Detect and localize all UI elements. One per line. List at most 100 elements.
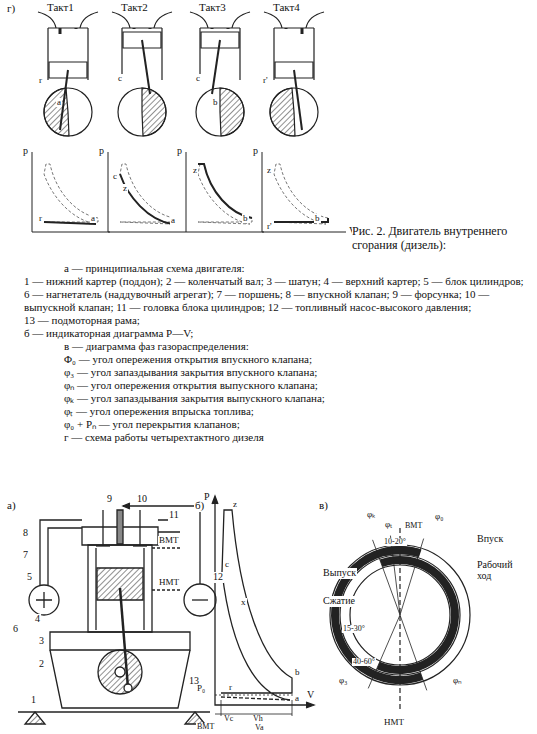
valve-timing-diagram (330, 528, 470, 712)
part-label: Рабочий ход (476, 560, 528, 581)
legend-line: г — схема работы четырехтактного дизеля (24, 431, 529, 444)
legend-line: φₖ — угол запаздывания закрытия выпускно… (24, 392, 529, 405)
drawing-stroke (149, 28, 152, 29)
part-label: z (266, 166, 272, 175)
drawing-stroke (102, 510, 103, 546)
drawing-stroke (80, 12, 98, 28)
drawing-stroke (154, 12, 172, 28)
part-label: φₙ (452, 676, 463, 685)
part-label: Va (254, 724, 264, 732)
drawing-stroke (36, 592, 52, 608)
legend-line: 13 — подмоторная рама; (24, 314, 529, 327)
part-label: г) (6, 3, 16, 15)
part-label: a (90, 214, 96, 223)
drawing-stroke (50, 650, 190, 708)
drawing-stroke (215, 498, 312, 705)
part-label: 15-30° (342, 625, 366, 633)
drawing-stroke (221, 510, 292, 700)
drawing-stroke (270, 88, 295, 136)
drawing-stroke (152, 589, 180, 590)
part-label: 9 (106, 494, 113, 505)
figure-caption: Рис. 2. Двигатель внутреннего сгорания (… (352, 224, 532, 253)
part-label: Vh (252, 715, 264, 723)
drawing-stroke (38, 12, 56, 28)
cylinder-sketch (190, 12, 250, 136)
cylinder-sketch (264, 12, 324, 136)
drawing-stroke (399, 528, 400, 712)
part-label: 11 (168, 510, 180, 521)
part-label: b (314, 214, 321, 223)
drawing-stroke (262, 152, 346, 232)
drawing-stroke (142, 88, 166, 136)
cylinder-sketch (112, 12, 172, 136)
drawing-stroke (264, 12, 282, 28)
part-label: b (242, 214, 249, 223)
part-label: 1 (30, 695, 37, 706)
drawing-stroke (212, 496, 218, 504)
pv-diagram (262, 152, 346, 232)
legend-line: φ₃ — угол запаздывания закрытия впускног… (24, 366, 529, 379)
part-label: z (192, 166, 198, 175)
drawing-stroke (274, 164, 328, 224)
part-label: c (117, 74, 123, 83)
part-label: p (98, 146, 105, 157)
drawing-stroke (227, 28, 230, 29)
part-label: в) (318, 500, 329, 512)
drawing-stroke (285, 28, 288, 29)
drawing-stroke (120, 588, 128, 688)
phase-line (390, 536, 400, 615)
part-label: Такт1 (46, 2, 75, 14)
part-label: а) (6, 500, 17, 512)
part-label: НМТ (383, 718, 405, 727)
drawing-stroke (44, 88, 92, 136)
drawing-stroke (44, 164, 98, 224)
drawing-stroke (133, 28, 136, 29)
part-label: 10-20° (383, 538, 407, 546)
legend-line: а — принципиальная схема двигателя: (24, 262, 529, 275)
part-label: b (212, 98, 219, 107)
pv-diagram (32, 152, 110, 232)
drawing-stroke (220, 88, 244, 136)
part-label: c (224, 560, 230, 569)
part-label: Такт3 (198, 2, 227, 14)
phase-arc (383, 546, 420, 557)
part-label: 5 (26, 572, 33, 583)
part-label: z (232, 500, 238, 509)
legend-line: в — диаграмма фаз газораспределения: (24, 340, 529, 353)
part-label: φ₀ (434, 512, 444, 521)
part-label: 3 (38, 636, 45, 647)
part-label: b (294, 668, 301, 677)
part-label: c (112, 172, 118, 181)
part-label: a (56, 98, 62, 107)
part-label: Сжатие (322, 596, 356, 607)
legend-line: φₙ — угол опережения открытия выпускного… (24, 379, 529, 392)
part-label: r (38, 76, 43, 85)
drawing-stroke (59, 28, 62, 34)
part-label: φₜ (384, 520, 393, 529)
part-label: 4 (34, 614, 41, 625)
drawing-stroke (200, 28, 240, 80)
phase-line (373, 540, 400, 615)
drawing-stroke (212, 40, 220, 94)
part-label: Vc (223, 715, 234, 723)
part-label: P (203, 492, 211, 503)
drawing-stroke (32, 152, 346, 232)
part-label: r' (262, 76, 269, 85)
drawing-stroke (18, 711, 210, 712)
part-label: 40-60° (352, 658, 376, 666)
part-label: Выпуск (322, 568, 357, 579)
drawing-stroke (38, 12, 324, 136)
pv-diagram (186, 152, 264, 232)
part-label: 2 (38, 659, 45, 670)
drawing-stroke (152, 547, 180, 548)
part-label: 12 (212, 572, 224, 583)
drawing-stroke (108, 152, 186, 232)
part-label: φ₃ (338, 676, 348, 685)
phase-arc (377, 556, 459, 674)
part-label: 10 (136, 494, 148, 505)
drawing-stroke (120, 164, 174, 224)
part-label: p (22, 146, 29, 157)
drawing-stroke (198, 164, 252, 224)
drawing-stroke (40, 520, 82, 585)
drawing-stroke (124, 684, 132, 692)
